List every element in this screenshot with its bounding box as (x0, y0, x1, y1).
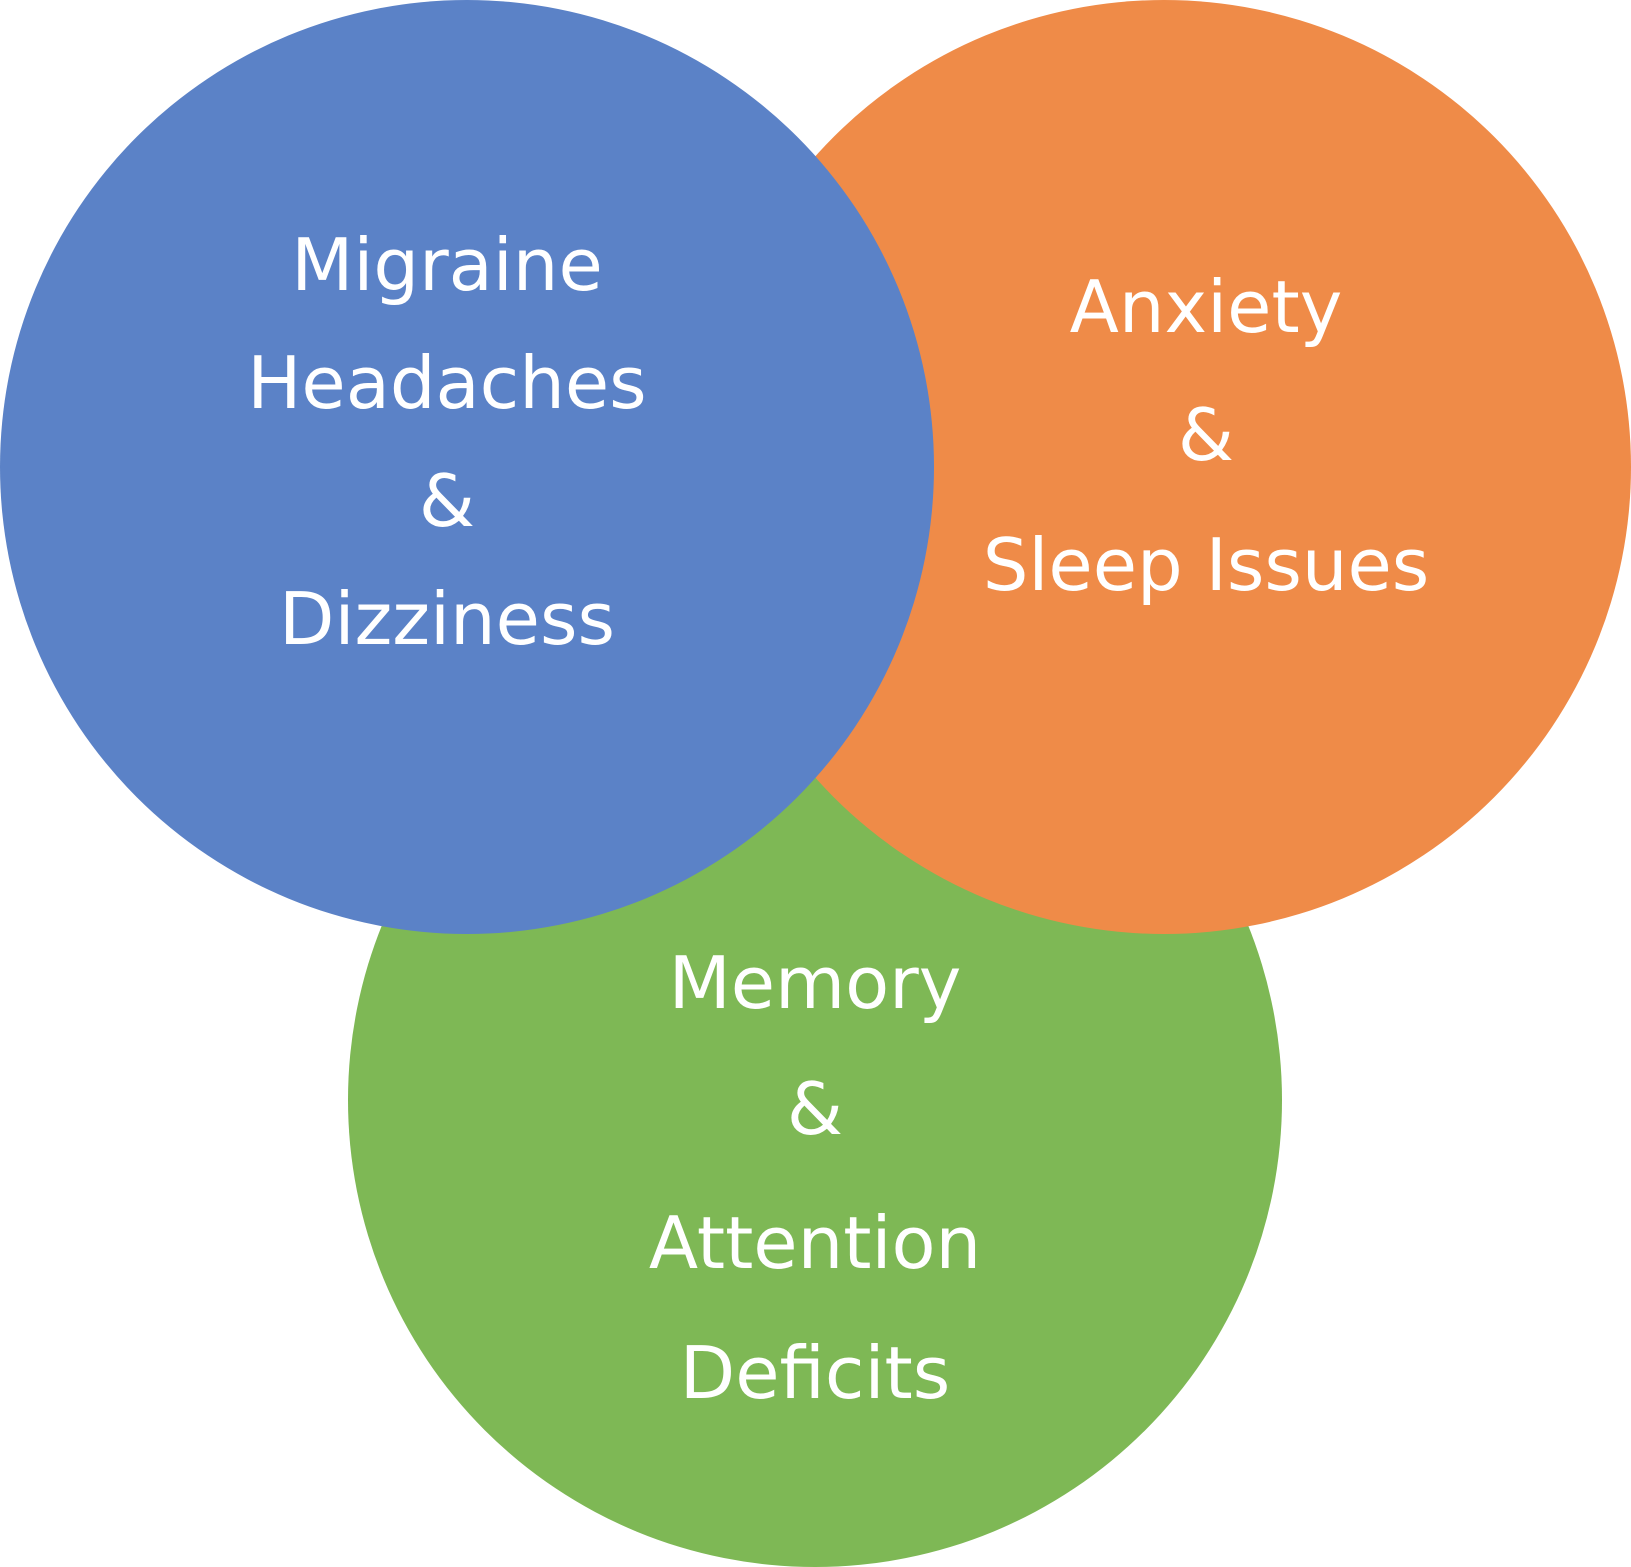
circle-blue-shape (0, 0, 934, 934)
label-attention: Attention (649, 1201, 981, 1285)
label-migraine-ampersand: & (419, 459, 475, 543)
circle-migraine-dizziness: Migraine Headaches & Dizziness (0, 0, 934, 934)
label-deficits: Deficits (680, 1331, 950, 1415)
circle-anxiety-sleep: Anxiety & Sleep Issues (697, 0, 1631, 934)
label-dizziness: Dizziness (279, 577, 615, 661)
label-anxiety: Anxiety (1070, 265, 1343, 349)
label-headaches: Headaches (247, 341, 646, 425)
circle-orange-shape (697, 0, 1631, 934)
label-migraine: Migraine (291, 223, 602, 307)
label-memory: Memory (669, 941, 962, 1025)
label-anxiety-ampersand: & (1178, 393, 1234, 477)
label-memory-ampersand: & (787, 1067, 843, 1151)
label-sleep-issues: Sleep Issues (983, 523, 1430, 607)
